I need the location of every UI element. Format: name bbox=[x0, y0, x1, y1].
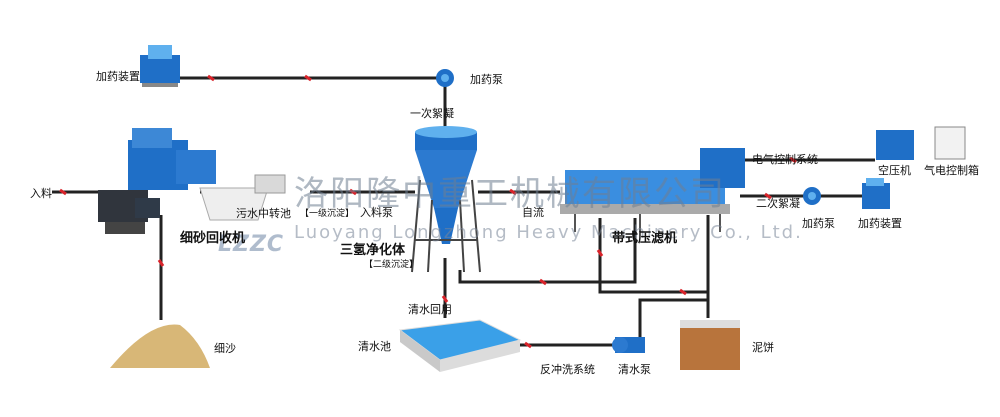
label-electric-system: 电气控制系统 bbox=[752, 153, 818, 166]
label-fine-sand-machine: 细砂回收机 bbox=[180, 231, 246, 246]
label-clear-water-pump: 清水泵 bbox=[618, 363, 651, 376]
label-feed-pump: 入料泵 bbox=[360, 206, 393, 219]
label-purifier: 三氢净化体 bbox=[340, 243, 406, 258]
electric-box-icon bbox=[934, 126, 966, 160]
label-electric-box: 气电控制箱 bbox=[924, 164, 979, 177]
label-second-flocculation: 二次絮凝 bbox=[756, 197, 800, 210]
dosing-device-top bbox=[140, 45, 180, 87]
label-purifier-note: 【二级沉淀】 bbox=[364, 260, 419, 270]
purifier-icon bbox=[411, 126, 481, 273]
sewage-tank-icon bbox=[199, 174, 286, 221]
watermark-company-cn: 洛阳隆中重工机械有限公司 bbox=[294, 174, 726, 214]
watermark-logo: LZZC bbox=[218, 232, 285, 257]
label-fine-sand: 细沙 bbox=[214, 342, 236, 355]
label-first-flocculation: 一次絮凝 bbox=[410, 107, 454, 120]
label-clear-water-tank: 清水池 bbox=[358, 340, 391, 353]
belt-filter-icon bbox=[560, 148, 745, 232]
label-air-compressor: 空压机 bbox=[878, 164, 911, 177]
mud-cake-icon bbox=[680, 320, 740, 370]
label-sewage-tank: 污水中转池 bbox=[236, 207, 291, 220]
label-gravity-flow: 自流 bbox=[522, 206, 544, 219]
label-backwash-system: 反冲洗系统 bbox=[540, 363, 595, 376]
label-belt-filter: 带式压滤机 bbox=[612, 231, 678, 246]
label-dosing-device-top: 加药装置 bbox=[96, 70, 140, 83]
clear-water-tank-icon bbox=[398, 319, 522, 372]
label-clear-water-return: 清水回用 bbox=[408, 303, 452, 316]
label-feed-in: 入料 bbox=[30, 187, 52, 200]
fine-sand-machine-icon bbox=[98, 128, 216, 234]
pipe-dosing-top bbox=[176, 76, 447, 130]
pipe-purifier-loop bbox=[458, 218, 637, 284]
label-dosing-pump-top: 加药泵 bbox=[470, 73, 503, 86]
label-dosing-pump-right: 加药泵 bbox=[802, 217, 835, 230]
label-dosing-device-right: 加药装置 bbox=[858, 217, 902, 230]
watermark-company-en: Luoyang Longzhong Heavy Machinery Co., L… bbox=[294, 222, 803, 243]
fine-sand-pile bbox=[110, 324, 210, 368]
pipe-pump-up bbox=[638, 298, 708, 345]
clear-water-pump-icon bbox=[612, 337, 645, 353]
dosing-device-right-icon bbox=[862, 178, 890, 209]
label-sewage-tank-note: 【一级沉淀】 bbox=[300, 209, 355, 219]
label-mud-cake: 泥饼 bbox=[752, 341, 774, 354]
air-compressor-icon bbox=[876, 130, 914, 160]
